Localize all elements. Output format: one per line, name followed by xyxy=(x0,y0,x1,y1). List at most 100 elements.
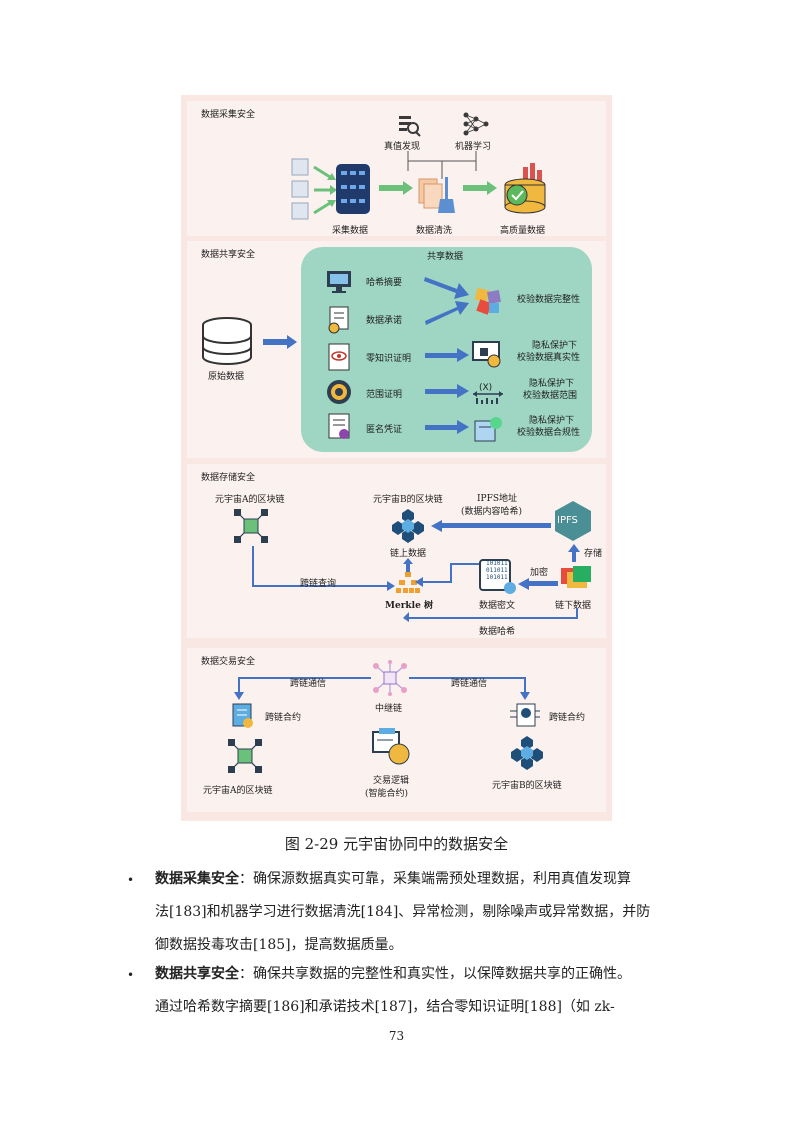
data-cleaning-icon xyxy=(418,177,455,213)
cross-comm-left-arrow xyxy=(234,677,371,700)
method-label: 范围证明 xyxy=(366,390,403,400)
paragraph-text: ：确保共享数据的完整性和真实性，以保障数据共享的正确性。 xyxy=(239,966,631,982)
paragraph-line: 数据共享安全：确保共享数据的完整性和真实性，以保障数据共享的正确性。 xyxy=(155,958,631,991)
panel-data-transaction: 数据交易安全 中继链 跨链通信 跨链通信 跨链合约 跨链合约 元宇宙A的区块链 xyxy=(187,648,606,812)
panel-data-storage: 数据存储安全 元宇宙A的区块链 元宇宙B的区块链 IPFS地址 (数据内容哈希)… xyxy=(187,464,606,638)
result-label: 隐私保护下校验数据真实性 xyxy=(517,340,580,364)
result-line: 隐私保护下 xyxy=(532,341,578,351)
ipfs-address-sub: (数据内容哈希) xyxy=(461,507,523,517)
cross-comm-right-label: 跨链通信 xyxy=(451,679,488,689)
off-chain-label: 链下数据 xyxy=(555,601,592,611)
chain-b-hex-icon xyxy=(511,736,543,770)
result-line: 校验数据范围 xyxy=(523,391,578,401)
method-label: 匿名凭证 xyxy=(366,425,403,435)
paragraph-line: 御数据投毒攻击[185]，提高数据质量。 xyxy=(155,937,403,953)
data-hash-label: 数据哈希 xyxy=(479,627,516,637)
green-arrows-in xyxy=(313,165,337,215)
data-hash-arrow xyxy=(403,608,578,622)
figure: 数据采集安全 真值发现 机器学习 xyxy=(181,95,612,821)
arrow-ipfs-to-chain-b xyxy=(431,520,551,532)
connector-lines xyxy=(407,151,477,179)
raw-data-database-icon xyxy=(202,317,252,365)
panel-title: 数据存储安全 xyxy=(201,473,256,483)
paragraph-line: 数据采集安全：确保源数据真实可靠，采集端需预处理数据，利用真值发现算 xyxy=(155,863,631,896)
merkle-label: Merkle 树 xyxy=(385,601,433,611)
smart-contract-label: (智能合约) xyxy=(365,789,409,799)
ipfs-icon xyxy=(555,501,591,541)
method-label: 哈希摘要 xyxy=(366,278,403,288)
source-documents-icon xyxy=(291,158,309,220)
machine-learning-label: 机器学习 xyxy=(455,142,492,152)
truth-discovery-icon xyxy=(399,116,421,137)
paragraph-line: 法[183]和机器学习进行数据清洗[184]、异常检测，剔除噪声或异常数据，并防 xyxy=(155,904,651,920)
authenticity-check-icon xyxy=(472,341,501,368)
paragraph-line: 通过哈希数字摘要[186]和承诺技术[187]，结合零知识证明[188]（如 z… xyxy=(155,999,615,1015)
method-arrows xyxy=(424,277,469,434)
high-quality-data-icon xyxy=(504,163,546,214)
panel-title: 数据交易安全 xyxy=(201,657,256,667)
chain-b-blockchain-icon xyxy=(392,509,424,543)
panel-data-sharing: 数据共享安全 共享数据 原始数据 哈希摘要 数据承诺 零知识证明 范围证明 匿名… xyxy=(187,241,606,458)
cross-comm-left-label: 跨链通信 xyxy=(290,679,327,689)
hash-digest-icon xyxy=(327,271,351,293)
chain-a-blockchain-icon xyxy=(234,509,268,543)
result-line: 隐私保护下 xyxy=(529,416,575,426)
store-label: 存储 xyxy=(584,549,603,559)
page-number: 73 xyxy=(388,1029,405,1043)
high-quality-data-label: 高质量数据 xyxy=(500,226,546,236)
chain-a-cube-icon xyxy=(228,739,262,773)
result-label: 校验数据完整性 xyxy=(517,295,581,305)
ipfs-address-label: IPFS地址 xyxy=(477,494,518,504)
chain-a-label: 元宇宙A的区块链 xyxy=(215,495,285,505)
arrow-merkle-to-on-chain xyxy=(403,558,413,572)
figure-caption: 图 2-29 元宇宙协同中的数据安全 xyxy=(284,835,509,853)
ciphertext-label: 数据密文 xyxy=(479,601,516,611)
paragraph-title: 数据采集安全 xyxy=(155,871,239,887)
ciphertext-bits-1: 101011 xyxy=(486,560,508,567)
cross-query-label: 跨链查询 xyxy=(300,579,337,589)
zero-knowledge-proof-icon xyxy=(328,343,350,371)
panel-title: 数据采集安全 xyxy=(201,110,256,120)
merkle-tree-icon xyxy=(396,572,420,593)
anonymous-credential-icon xyxy=(328,413,350,439)
result-line: 校验数据真实性 xyxy=(517,353,581,363)
range-proof-icon xyxy=(327,380,351,404)
arrow-to-high-quality xyxy=(463,181,497,195)
chain-b-label: 元宇宙B的区块链 xyxy=(492,781,562,791)
left-contract-icon xyxy=(232,703,253,728)
cross-chain-query-arrow xyxy=(252,546,395,591)
bullet-point: • xyxy=(127,968,135,982)
right-contract-label: 跨链合约 xyxy=(549,713,586,723)
result-label: 隐私保护下校验数据合规性 xyxy=(517,415,580,439)
integrity-check-icon xyxy=(474,287,501,315)
arrow-raw-to-shared xyxy=(263,335,297,349)
result-label: 隐私保护下校验数据范围 xyxy=(523,378,577,402)
shared-data-label: 共享数据 xyxy=(427,252,464,262)
method-label: 数据承诺 xyxy=(366,316,403,326)
off-chain-data-icon xyxy=(561,566,591,588)
arrow-store-up xyxy=(568,544,580,562)
range-check-icon: (X) xyxy=(473,383,503,404)
collected-database-icon xyxy=(336,164,370,214)
ciphertext-icon xyxy=(479,559,516,594)
machine-learning-icon xyxy=(463,112,489,136)
result-line: 校验数据合规性 xyxy=(517,428,581,438)
chain-a-label: 元宇宙A的区块链 xyxy=(203,786,273,796)
on-chain-label: 链上数据 xyxy=(390,549,427,559)
arrow-to-cleaning xyxy=(379,181,413,195)
bullet-point: • xyxy=(127,873,135,887)
svg-text:(X): (X) xyxy=(479,383,492,393)
data-cleaning-label: 数据清洗 xyxy=(416,226,453,236)
ciphertext-bits-3: 101011 xyxy=(486,574,508,581)
data-commitment-icon xyxy=(328,306,349,334)
ipfs-text: IPFS xyxy=(557,515,578,526)
panel-title: 数据共享安全 xyxy=(201,250,256,260)
collect-data-label: 采集数据 xyxy=(332,226,369,236)
arrow-cipher-to-merkle xyxy=(415,563,479,587)
right-contract-icon xyxy=(510,703,540,727)
trade-logic-label: 交易逻辑 xyxy=(373,776,410,786)
cross-comm-right-arrow xyxy=(409,677,530,700)
compliance-check-icon xyxy=(474,417,502,442)
left-contract-label: 跨链合约 xyxy=(265,713,302,723)
truth-discovery-label: 真值发现 xyxy=(384,142,421,152)
